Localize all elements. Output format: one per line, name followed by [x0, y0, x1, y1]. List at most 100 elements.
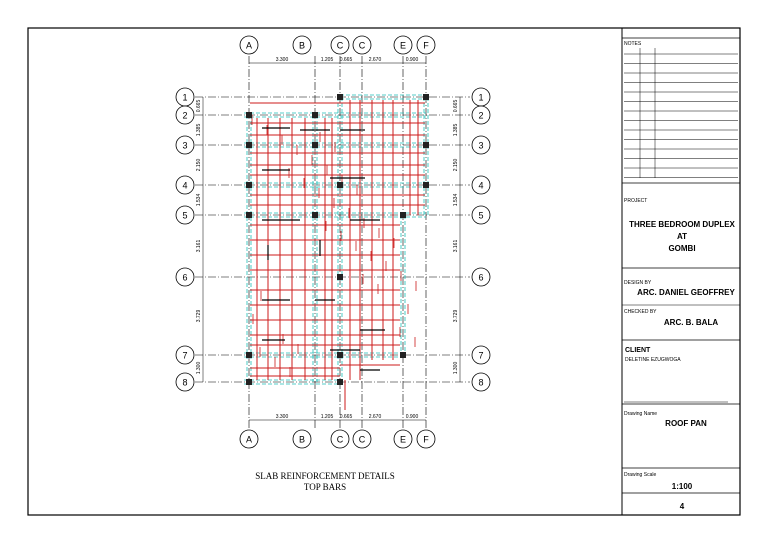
row-bubble-right [471, 205, 491, 225]
row-bubble-right [471, 372, 491, 392]
drawing-scale: 1:100 [671, 482, 693, 491]
col-label-bottom: E [400, 435, 406, 445]
row-label-right: 3 [478, 141, 483, 151]
row-label-right: 4 [478, 181, 483, 191]
dim-text-bottom: 1.205 [321, 414, 334, 420]
column-square [337, 274, 343, 280]
drawing-name-label: Drawing Name [624, 411, 658, 417]
design-label: DESIGN BY [624, 280, 652, 286]
col-bubble-bottom [393, 429, 413, 449]
title-block-lines [622, 37, 740, 494]
col-label-top: C [359, 41, 366, 51]
row-label-left: 2 [182, 111, 187, 121]
row-label-left: 4 [182, 181, 187, 191]
col-bubble-top [393, 35, 413, 55]
column-square [246, 212, 252, 218]
column-square [312, 112, 318, 118]
row-bubble-right [471, 345, 491, 365]
col-bubble-top [352, 35, 372, 55]
row-label-left: 3 [182, 141, 187, 151]
col-label-bottom: C [337, 435, 344, 445]
row-label-right: 7 [478, 351, 483, 361]
column-square [400, 352, 406, 358]
row-label-right: 5 [478, 211, 483, 221]
designer-name: ARC. DANIEL GEOFFREY [637, 288, 735, 297]
row-bubble-left [175, 345, 195, 365]
row-label-left: 1 [182, 93, 187, 103]
dim-text-left: 1.300 [196, 362, 202, 375]
column-square [246, 182, 252, 188]
column-square [337, 182, 343, 188]
col-label-bottom: A [246, 435, 252, 445]
dim-text-top: 0.900 [406, 57, 419, 63]
dim-text-top: 1.205 [321, 57, 334, 63]
row-label-left: 5 [182, 211, 187, 221]
project-line-1: THREE BEDROOM DUPLEX [629, 220, 735, 229]
row-label-left: 6 [182, 273, 187, 283]
column-square [312, 142, 318, 148]
sheet-border [27, 27, 741, 516]
column-square [246, 379, 252, 385]
client-name: DELETINE EZUGWOGA [625, 357, 681, 363]
dim-text-top: 3.300 [276, 57, 289, 63]
column-square [246, 142, 252, 148]
dim-text-bottom: 0.665 [340, 414, 353, 420]
col-bubble-bottom [330, 429, 350, 449]
dim-text-right: 0.665 [453, 100, 459, 113]
col-bubble-bottom [292, 429, 312, 449]
col-label-top: A [246, 41, 252, 51]
row-label-left: 8 [182, 378, 187, 388]
column-square [337, 352, 343, 358]
dim-text-right: 1.534 [453, 194, 459, 207]
dim-text-right: 1.385 [453, 124, 459, 137]
column-square [337, 94, 343, 100]
dim-text-right: 3.729 [453, 310, 459, 323]
project-line-3: GOMBI [668, 244, 696, 253]
column-square [246, 352, 252, 358]
row-label-right: 2 [478, 111, 483, 121]
col-label-top: C [337, 41, 344, 51]
row-bubble-left [175, 372, 195, 392]
col-label-bottom: C [359, 435, 366, 445]
col-bubble-top [239, 35, 259, 55]
dim-text-left: 3.161 [196, 240, 202, 253]
col-bubble-top [292, 35, 312, 55]
drawing-subtitle: TOP BARS [303, 482, 347, 492]
dim-text-top: 2.670 [369, 57, 382, 63]
checked-label: CHECKED BY [624, 309, 657, 315]
drawing-name: ROOF PAN [665, 419, 707, 428]
row-label-right: 1 [478, 93, 483, 103]
row-label-left: 7 [182, 351, 187, 361]
row-label-right: 8 [478, 378, 483, 388]
col-label-top: F [423, 41, 429, 51]
column-square [312, 212, 318, 218]
col-bubble-bottom [239, 429, 259, 449]
row-bubble-left [175, 105, 195, 125]
project-label: PROJECT [624, 198, 648, 204]
dim-text-bottom: 2.670 [369, 414, 382, 420]
col-bubble-top [416, 35, 436, 55]
col-label-top: B [299, 41, 305, 51]
dim-text-top: 0.665 [340, 57, 353, 63]
column-square [423, 94, 429, 100]
scale-label: Drawing Scale [624, 472, 657, 478]
row-bubble-right [471, 267, 491, 287]
col-label-bottom: F [423, 435, 429, 445]
sheet-number: 4 [679, 502, 685, 511]
dim-text-bottom: 3.300 [276, 414, 289, 420]
checker-name: ARC. B. BALA [663, 318, 719, 327]
notes-label: NOTES [624, 41, 642, 47]
col-label-top: E [400, 41, 406, 51]
project-line-2: AT [676, 232, 688, 241]
row-label-right: 6 [478, 273, 483, 283]
dim-text-left: 2.150 [196, 159, 202, 172]
column-square [423, 142, 429, 148]
dim-text-right: 1.300 [453, 362, 459, 375]
dim-text-right: 3.161 [453, 240, 459, 253]
col-bubble-bottom [352, 429, 372, 449]
row-bubble-left [175, 175, 195, 195]
row-bubble-right [471, 105, 491, 125]
dim-text-left: 3.729 [196, 310, 202, 323]
